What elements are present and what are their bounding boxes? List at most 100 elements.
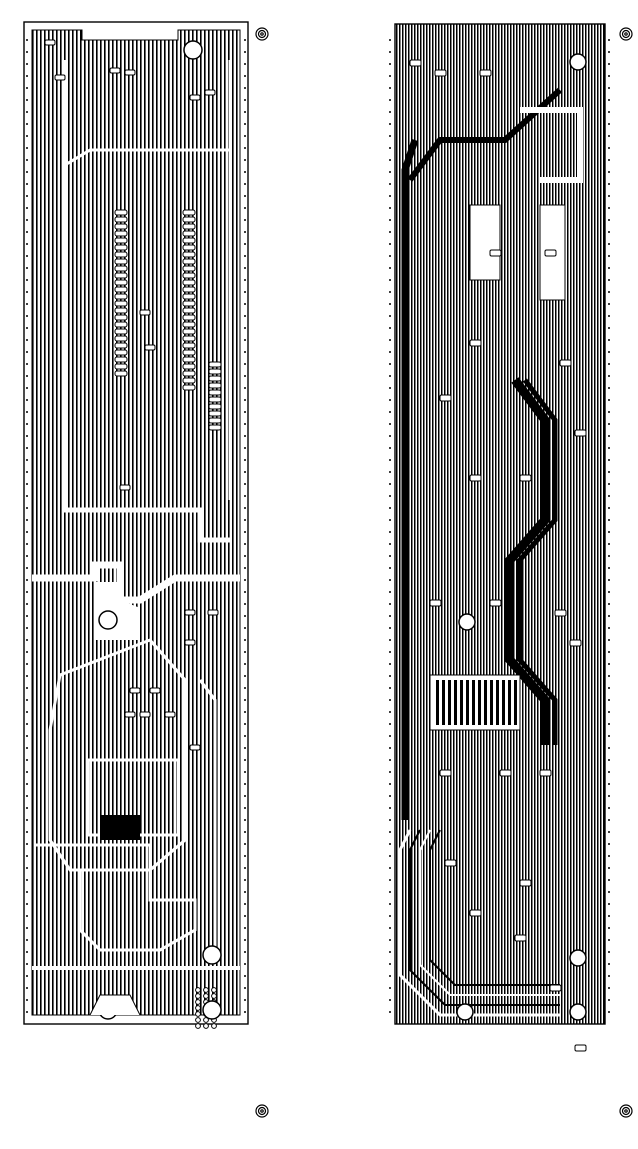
edge-via (244, 735, 246, 737)
edge-via (244, 987, 246, 989)
edge-via (244, 135, 246, 137)
component-pad (434, 69, 447, 77)
ic-lead (484, 680, 487, 725)
pad (182, 363, 196, 370)
edge-via (389, 999, 391, 1001)
pad (182, 223, 196, 230)
component-pad (554, 609, 567, 617)
edge-via (26, 483, 28, 485)
edge-via (608, 591, 610, 593)
edge-via (608, 483, 610, 485)
edge-via (26, 111, 28, 113)
edge-via (608, 159, 610, 161)
component-pad (574, 429, 587, 437)
edge-via (608, 411, 610, 413)
edge-via (608, 555, 610, 557)
edge-via (26, 615, 28, 617)
registration-mark-top-left-board (255, 27, 269, 41)
edge-via (26, 915, 28, 917)
edge-via (26, 927, 28, 929)
edge-via (26, 339, 28, 341)
edge-via (244, 663, 246, 665)
ic-lead (436, 680, 439, 725)
edge-via (244, 255, 246, 257)
edge-via (389, 963, 391, 965)
edge-via (389, 867, 391, 869)
edge-via (389, 531, 391, 533)
edge-via (244, 315, 246, 317)
edge-via (608, 231, 610, 233)
pad (114, 279, 128, 286)
edge-via (26, 279, 28, 281)
edge-via (608, 351, 610, 353)
connector-pad (195, 1005, 201, 1011)
edge-via (244, 891, 246, 893)
edge-via (389, 387, 391, 389)
edge-via (26, 591, 28, 593)
edge-via (244, 927, 246, 929)
pad (182, 377, 196, 384)
edge-via (244, 327, 246, 329)
connector-pad (203, 1023, 209, 1029)
edge-via (244, 723, 246, 725)
edge-via (389, 255, 391, 257)
edge-via (244, 819, 246, 821)
pad (114, 251, 128, 258)
edge-via (244, 699, 246, 701)
edge-via (389, 183, 391, 185)
component-pad (539, 769, 552, 777)
edge-via (389, 291, 391, 293)
edge-via (26, 303, 28, 305)
pad (114, 321, 128, 328)
edge-via (389, 87, 391, 89)
edge-via (26, 231, 28, 233)
edge-via (608, 819, 610, 821)
edge-via (389, 543, 391, 545)
component-pad (189, 94, 201, 101)
edge-via (244, 387, 246, 389)
edge-via (389, 675, 391, 677)
pad (208, 403, 222, 410)
edge-via (26, 651, 28, 653)
component-pad (54, 74, 66, 81)
edge-via (389, 879, 391, 881)
connector-pad (195, 1023, 201, 1029)
component-pad (469, 909, 482, 917)
connector-pad (195, 1017, 201, 1023)
component-pad (124, 69, 136, 76)
edge-via (608, 195, 610, 197)
edge-via (389, 591, 391, 593)
component-pad (569, 639, 582, 647)
edge-via (389, 459, 391, 461)
edge-via (244, 291, 246, 293)
edge-via (244, 435, 246, 437)
component-pad (44, 39, 56, 46)
pad (182, 230, 196, 237)
edge-via (389, 555, 391, 557)
edge-via (389, 951, 391, 953)
edge-via (26, 987, 28, 989)
pad (114, 300, 128, 307)
registration-mark-bottom-right-board (619, 1104, 633, 1118)
edge-via (244, 759, 246, 761)
pad (182, 321, 196, 328)
edge-via (26, 219, 28, 221)
edge-via (244, 543, 246, 545)
pad (208, 368, 222, 375)
edge-via (26, 459, 28, 461)
edge-via (244, 219, 246, 221)
ic-lead (508, 680, 511, 725)
edge-via (389, 699, 391, 701)
edge-via (26, 759, 28, 761)
edge-via (244, 531, 246, 533)
edge-via (26, 375, 28, 377)
edge-via (608, 267, 610, 269)
component-pad (149, 687, 161, 694)
edge-via (608, 567, 610, 569)
edge-via (26, 723, 28, 725)
edge-via (389, 747, 391, 749)
edge-via (244, 975, 246, 977)
edge-via (244, 279, 246, 281)
edge-via (244, 39, 246, 41)
